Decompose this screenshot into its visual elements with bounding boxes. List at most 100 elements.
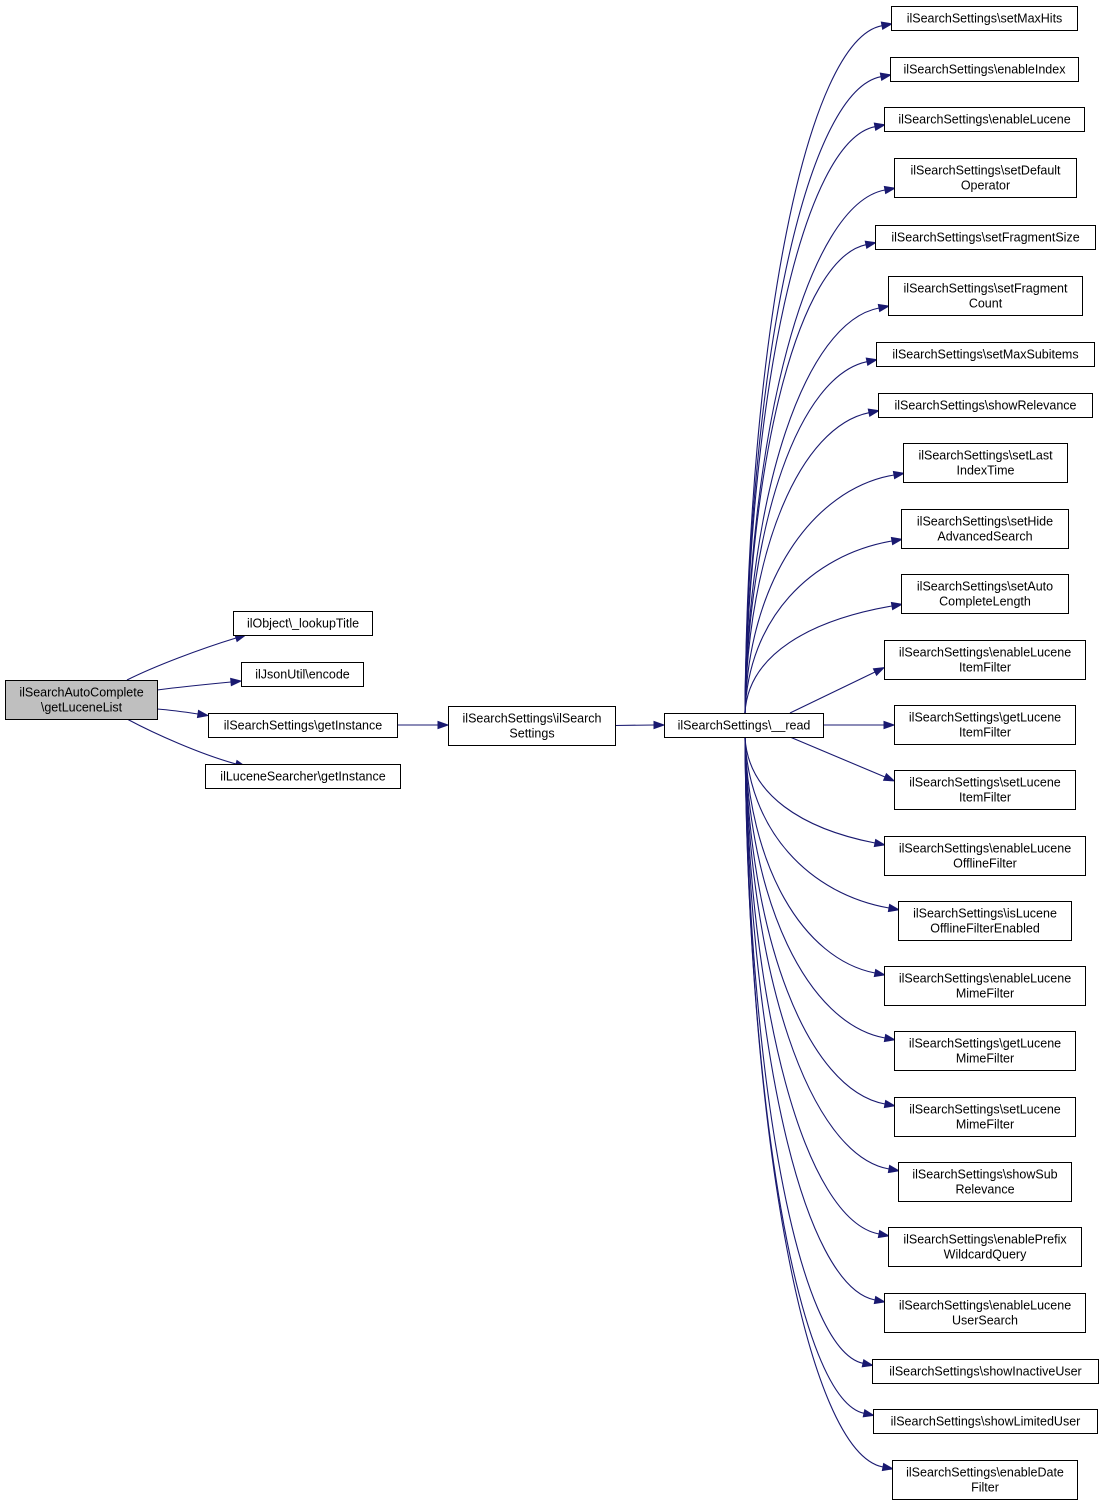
node-read[interactable]: ilSearchSettings\__read xyxy=(664,713,824,738)
node-label: ilSearchSettings\enableLucene xyxy=(899,842,1071,856)
node-box xyxy=(884,836,1086,876)
node-label: CompleteLength xyxy=(939,595,1031,609)
node-lookupTitle[interactable]: ilObject\_lookupTitle xyxy=(233,611,373,636)
node-root[interactable]: ilSearchAutoComplete\getLuceneList xyxy=(5,680,158,720)
edge-line xyxy=(744,126,876,714)
node-box xyxy=(884,107,1085,132)
node-isLuceneOfflineFilterEnabled[interactable]: ilSearchSettings\isLuceneOfflineFilterEn… xyxy=(898,901,1072,941)
node-label: Relevance xyxy=(955,1183,1014,1197)
edge-read-to-setLastIndexTime xyxy=(744,470,906,714)
node-box xyxy=(884,966,1086,1006)
edge-read-to-setMaxHits xyxy=(744,21,894,714)
node-enablePrefixWildcardQuery[interactable]: ilSearchSettings\enablePrefixWildcardQue… xyxy=(888,1227,1082,1267)
node-label: ilSearchSettings\enableLucene xyxy=(898,113,1070,127)
node-label: ilSearchSettings\showSub xyxy=(912,1168,1057,1182)
node-box xyxy=(205,764,401,789)
node-label: Count xyxy=(969,297,1003,311)
node-label: ilSearchSettings\setHide xyxy=(917,515,1053,529)
node-setMaxSubitems[interactable]: ilSearchSettings\setMaxSubitems xyxy=(876,342,1095,367)
arrow-head xyxy=(887,1164,901,1174)
node-box xyxy=(241,662,364,687)
arrow-head xyxy=(877,303,891,313)
node-box xyxy=(894,705,1076,745)
node-ctor[interactable]: ilSearchSettings\ilSearchSettings xyxy=(448,706,616,746)
node-box xyxy=(872,1359,1099,1384)
node-label: ilSearchAutoComplete xyxy=(19,686,143,700)
node-box xyxy=(208,713,398,738)
node-encode[interactable]: ilJsonUtil\encode xyxy=(241,662,364,687)
arrow-head xyxy=(437,720,450,730)
node-ssGetInstance[interactable]: ilSearchSettings\getInstance xyxy=(208,713,398,738)
edge-read-to-enableLuceneUserSearch xyxy=(744,736,887,1305)
node-label: ilJsonUtil\encode xyxy=(255,668,350,682)
node-label: MimeFilter xyxy=(956,1118,1014,1132)
node-box xyxy=(888,1227,1082,1267)
node-enableLuceneOfflineFilter[interactable]: ilSearchSettings\enableLuceneOfflineFilt… xyxy=(884,836,1086,876)
node-enableLucene[interactable]: ilSearchSettings\enableLucene xyxy=(884,107,1085,132)
edge-line xyxy=(744,736,890,1170)
arrow-head xyxy=(887,903,901,913)
node-label: IndexTime xyxy=(957,464,1015,478)
node-box xyxy=(876,342,1095,367)
node-box xyxy=(884,640,1086,680)
node-label: Operator xyxy=(961,179,1010,193)
node-box xyxy=(903,443,1068,483)
node-setMaxHits[interactable]: ilSearchSettings\setMaxHits xyxy=(891,6,1078,31)
node-label: ilSearchSettings\setMaxHits xyxy=(907,12,1063,26)
edge-read-to-setLuceneItemFilter xyxy=(789,736,896,782)
edge-read-to-showLimitedUser xyxy=(744,736,876,1418)
arrow-head xyxy=(861,1359,875,1368)
edge-root-to-encode xyxy=(156,677,243,691)
arrow-head xyxy=(883,1099,897,1109)
arrow-head xyxy=(877,1229,891,1239)
edge-read-to-setMaxSubitems xyxy=(744,357,879,714)
node-showLimitedUser[interactable]: ilSearchSettings\showLimitedUser xyxy=(873,1409,1098,1434)
arrow-head xyxy=(883,185,897,195)
arrow-head xyxy=(872,666,886,677)
node-box xyxy=(878,393,1093,418)
node-showRelevance[interactable]: ilSearchSettings\showRelevance xyxy=(878,393,1093,418)
node-enableIndex[interactable]: ilSearchSettings\enableIndex xyxy=(890,57,1079,82)
node-setFragmentSize[interactable]: ilSearchSettings\setFragmentSize xyxy=(875,225,1096,250)
arrow-head xyxy=(873,122,887,132)
edge-read-to-setHideAdvancedSearch xyxy=(744,536,904,714)
edge-read-to-setAutoCompleteLength xyxy=(744,601,904,714)
arrow-head xyxy=(867,408,881,418)
node-box xyxy=(448,706,616,746)
edge-line xyxy=(789,736,886,778)
edge-read-to-showSubRelevance xyxy=(744,736,901,1174)
node-label: MimeFilter xyxy=(956,1052,1014,1066)
node-label: WildcardQuery xyxy=(944,1248,1027,1262)
edge-line xyxy=(126,718,237,765)
node-label: ilSearchSettings\setFragmentSize xyxy=(891,231,1079,245)
edge-line xyxy=(744,736,876,1301)
node-box xyxy=(5,680,158,720)
arrow-head xyxy=(892,470,906,480)
edge-line xyxy=(744,540,893,714)
node-lsGetInstance[interactable]: ilLuceneSearcher\getInstance xyxy=(205,764,401,789)
node-label: ilLuceneSearcher\getInstance xyxy=(220,770,385,784)
node-box xyxy=(884,1293,1086,1333)
edge-line xyxy=(744,605,893,714)
node-label: ilSearchSettings\getLucene xyxy=(909,1037,1061,1051)
node-label: ilSearchSettings\ilSearch xyxy=(463,712,602,726)
edge-line xyxy=(744,736,864,1364)
node-box xyxy=(901,574,1069,614)
edge-ssGetInstance-to-ctor xyxy=(397,720,450,730)
node-showInactiveUser[interactable]: ilSearchSettings\showInactiveUser xyxy=(872,1359,1099,1384)
edge-line xyxy=(156,708,199,715)
